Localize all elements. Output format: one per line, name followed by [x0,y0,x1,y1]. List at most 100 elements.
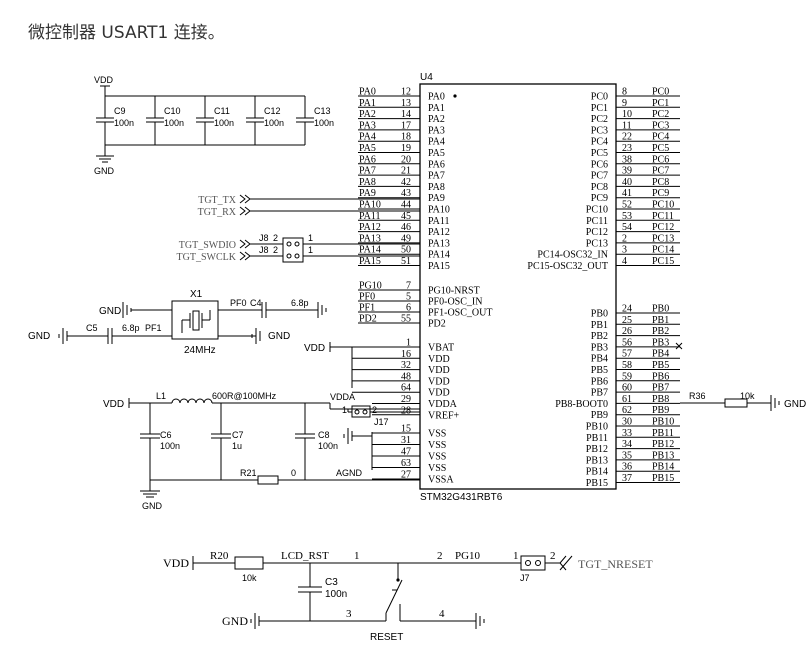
pin-number: 2 [550,550,556,562]
net-label: PB5 [652,360,669,371]
pin-name: PB11 [586,433,608,444]
net-label: PF1 [145,323,162,333]
pin-name: PA1 [428,103,445,114]
tgt-tx-label: TGT_TX [198,195,237,206]
c6-value: 100n [160,441,180,451]
pin-name: PC11 [586,216,608,227]
net-label: PA11 [359,211,381,222]
pin-name: VSS [428,463,446,474]
cap-ref: C13 [314,106,331,116]
pin-name: PC8 [591,182,608,193]
pin-number: 35 [622,450,632,461]
pin-number: 47 [401,447,411,458]
l1-value: 600R@100MHz [212,391,277,401]
net-label: PC2 [652,109,669,120]
resistor-r21 [257,475,279,485]
no-connect-icon [675,342,683,350]
pin-number: 61 [622,394,632,405]
pin-number: 58 [622,360,632,371]
pin-number: 26 [622,326,632,337]
vdd-label: VDD [103,399,124,410]
pin-name: PB6 [591,376,608,387]
pin-number: 31 [401,435,411,446]
net-label: PA12 [359,222,381,233]
pin-name: PB9 [591,410,608,421]
net-label: PB14 [652,462,674,473]
pin-number: 57 [622,349,632,360]
net-label: PC7 [652,166,669,177]
pin-name: PG10-NRST [428,286,480,297]
pin-name: PA4 [428,137,445,148]
pin-name: VDDA [428,399,458,410]
net-label: PC0 [652,87,669,98]
pin-number: 2 [437,550,443,562]
pin-name: PB8-BOOT0 [555,399,608,410]
pin-name: PA14 [428,250,450,261]
pin-name: PA2 [428,114,445,125]
vdd-label: VDD [163,556,189,570]
pin-name: VDD [428,365,450,376]
pin-number: 1 [342,405,347,415]
pin-number: 15 [401,424,411,435]
net-label: PA6 [359,154,376,165]
pin-number: 23 [622,143,632,154]
pin-number: 25 [622,315,632,326]
pin-number: 2 [273,233,278,243]
net-label: PF0 [230,298,247,308]
net-label: PA9 [359,188,376,199]
pin-number: 44 [401,200,411,211]
pin-number: 45 [401,211,411,222]
r36-value: 10k [740,391,755,401]
pin-number: 20 [401,154,411,165]
c5-value: 6.8p [122,323,140,333]
pin-name: VDD [428,388,450,399]
ic-pin-left: PA11 45 PA11 [358,211,450,227]
pin-number: 49 [401,233,411,244]
pin-number: 9 [622,98,627,109]
gnd-label: GND [784,399,806,410]
r20-value: 10k [242,573,257,583]
usart-signals: TGT_TX TGT_RX [198,194,420,218]
pg10-net: PG10 [455,550,481,562]
offpage-connector-icon [239,251,251,261]
pin-name: VSS [428,452,446,463]
net-label: PB12 [652,439,674,450]
lcd-rst-net: LCD_RST [281,550,329,562]
r36-ref: R36 [689,391,706,401]
pin-name: PC9 [591,193,608,204]
pin-number: 53 [622,211,632,222]
net-label: PA4 [359,132,376,143]
pin-number: 33 [622,428,632,439]
figure-caption: 微控制器 USART1 连接。 [28,23,225,43]
pin-name: PA3 [428,125,445,136]
cap-ref: C9 [114,106,126,116]
pin-name: PC13 [586,238,608,249]
r21-value: 0 [291,468,296,478]
pin-number: 42 [401,177,411,188]
decoupling-capacitors: VDD GND C9100nC10100nC11100nC12100nC1310… [94,75,334,176]
pin-name: PA11 [428,216,450,227]
crystal-frequency: 24MHz [184,345,216,356]
pin-name: PF0-OSC_IN [428,297,482,308]
